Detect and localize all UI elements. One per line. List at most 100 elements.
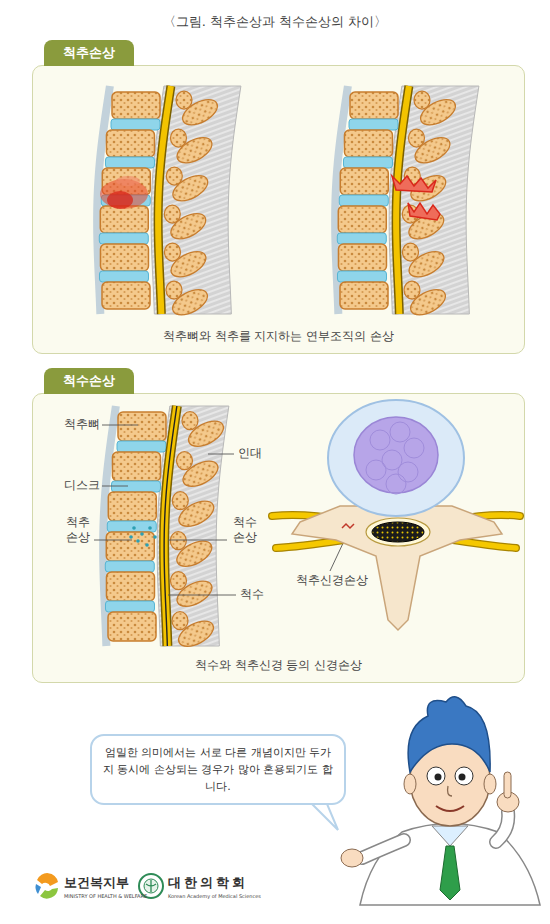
section-tab: 척추손상	[44, 40, 134, 66]
articular-process	[164, 243, 180, 261]
tab-label: 척수손상	[63, 372, 115, 390]
bubble-text: 엄밀한 의미에서는 서로 다른 개념이지만 두가지 동시에 손상되는 경우가 많…	[102, 744, 334, 795]
spinal-cord	[158, 86, 171, 314]
disc	[105, 601, 154, 612]
articular-process	[414, 91, 430, 109]
disc	[105, 157, 154, 168]
articular-process	[170, 129, 186, 147]
part-label: 척수	[240, 587, 264, 602]
disc	[99, 233, 148, 244]
nucleus-texture	[404, 438, 424, 458]
vertebral-body	[112, 452, 160, 481]
disc	[343, 157, 392, 168]
leader-line	[208, 454, 234, 455]
injury-dot	[136, 539, 140, 543]
vertebral-body	[100, 244, 148, 271]
doctor-mouth	[436, 806, 464, 811]
spinal-canal	[366, 518, 430, 546]
articular-process	[170, 572, 186, 590]
spine-illustration	[103, 406, 229, 651]
part-label: 척추 손상	[64, 515, 92, 545]
kams-logo	[146, 880, 156, 892]
ministry-logo	[37, 873, 58, 886]
doctor-collar	[432, 826, 468, 846]
disc	[349, 119, 398, 130]
articular-process	[170, 532, 186, 550]
disc	[111, 481, 160, 492]
vertebral-body	[112, 92, 160, 119]
panel-ground	[32, 393, 525, 683]
doctor-hand	[341, 849, 363, 867]
doctor-tie	[440, 846, 460, 900]
vertebral-body	[344, 130, 392, 157]
injury-dot	[145, 543, 149, 547]
articular-process	[176, 452, 192, 470]
vertebral-body-section	[328, 400, 464, 516]
section-panel: 척추뼈와 척추를 지지하는 연부조직의 손상척추손상	[32, 65, 525, 354]
ligament	[389, 86, 479, 314]
vertebral-body	[340, 168, 388, 195]
tab-label: 척추손상	[63, 44, 115, 62]
vertebral-body	[106, 130, 154, 157]
disc	[337, 271, 386, 282]
doctor-finger	[504, 772, 511, 798]
articular-process	[176, 91, 192, 109]
diagram-title: 〈그림. 척추손상과 척수손상의 차이〉	[0, 13, 550, 31]
vertebral-arch	[292, 506, 502, 630]
doctor-ear	[404, 774, 416, 794]
articular-process	[404, 281, 420, 299]
spine-illustration	[97, 86, 241, 320]
vertebral-body	[106, 572, 154, 601]
doctor-nose	[448, 786, 453, 796]
part-label: 디스크	[64, 478, 100, 493]
vertebra-cross-section	[272, 400, 520, 630]
ligament	[157, 406, 229, 646]
nucleus-texture	[366, 460, 386, 480]
spinal-cord-core	[164, 406, 177, 646]
spinal-cord-outline	[158, 86, 171, 314]
ministry-logo	[40, 888, 58, 899]
panel-caption: 척추뼈와 척추를 지지하는 연부조직의 손상	[33, 328, 524, 345]
part-label: 척추뼈	[64, 417, 100, 432]
injury-dot	[129, 535, 133, 539]
part-label: 인대	[238, 446, 262, 461]
spinal-cord-outline	[396, 86, 409, 314]
doctor-arm	[496, 812, 508, 842]
disc	[117, 441, 166, 452]
logo-text: MINISTRY OF HEALTH & WELFARE	[64, 893, 147, 900]
articular-process	[182, 412, 198, 430]
logo-text: 대한의학회	[168, 875, 248, 890]
injury-dot	[153, 535, 157, 539]
leader-line	[94, 540, 132, 541]
disc	[105, 561, 154, 572]
part-label: 척추신경손상	[296, 573, 368, 588]
doctor-sleeve	[496, 812, 508, 842]
articular-process	[166, 281, 182, 299]
nucleus-texture	[390, 422, 410, 442]
nucleus-texture	[398, 462, 418, 482]
kams-logo	[144, 879, 158, 893]
spinal-cord-outline	[164, 406, 177, 646]
section-panel: 척수와 척추신경 등의 신경손상척수손상	[32, 393, 525, 683]
speech-bubble: 엄밀한 의미에서는 서로 다른 개념이지만 두가지 동시에 손상되는 경우가 많…	[90, 734, 346, 805]
vertebral-body	[100, 206, 148, 233]
articular-process	[402, 243, 418, 261]
ministry-logo	[35, 874, 59, 898]
injury-dot	[148, 526, 152, 530]
spine-illustration	[335, 86, 479, 320]
section-tab: 척수손상	[44, 368, 134, 394]
logo-text: Korean Academy of Medical Sciences	[168, 893, 261, 900]
articular-process	[166, 167, 182, 185]
doctor-hair	[408, 697, 490, 772]
articular-process	[172, 612, 188, 630]
vertebral-body	[340, 282, 388, 309]
disc	[337, 233, 386, 244]
disc	[339, 195, 388, 206]
vertebral-body	[338, 244, 386, 271]
nucleus-texture	[386, 474, 406, 494]
vertebral-body	[350, 92, 398, 119]
disc	[111, 119, 160, 130]
nerve-injury-mark	[342, 524, 354, 528]
part-label: 척수 손상	[231, 515, 259, 545]
